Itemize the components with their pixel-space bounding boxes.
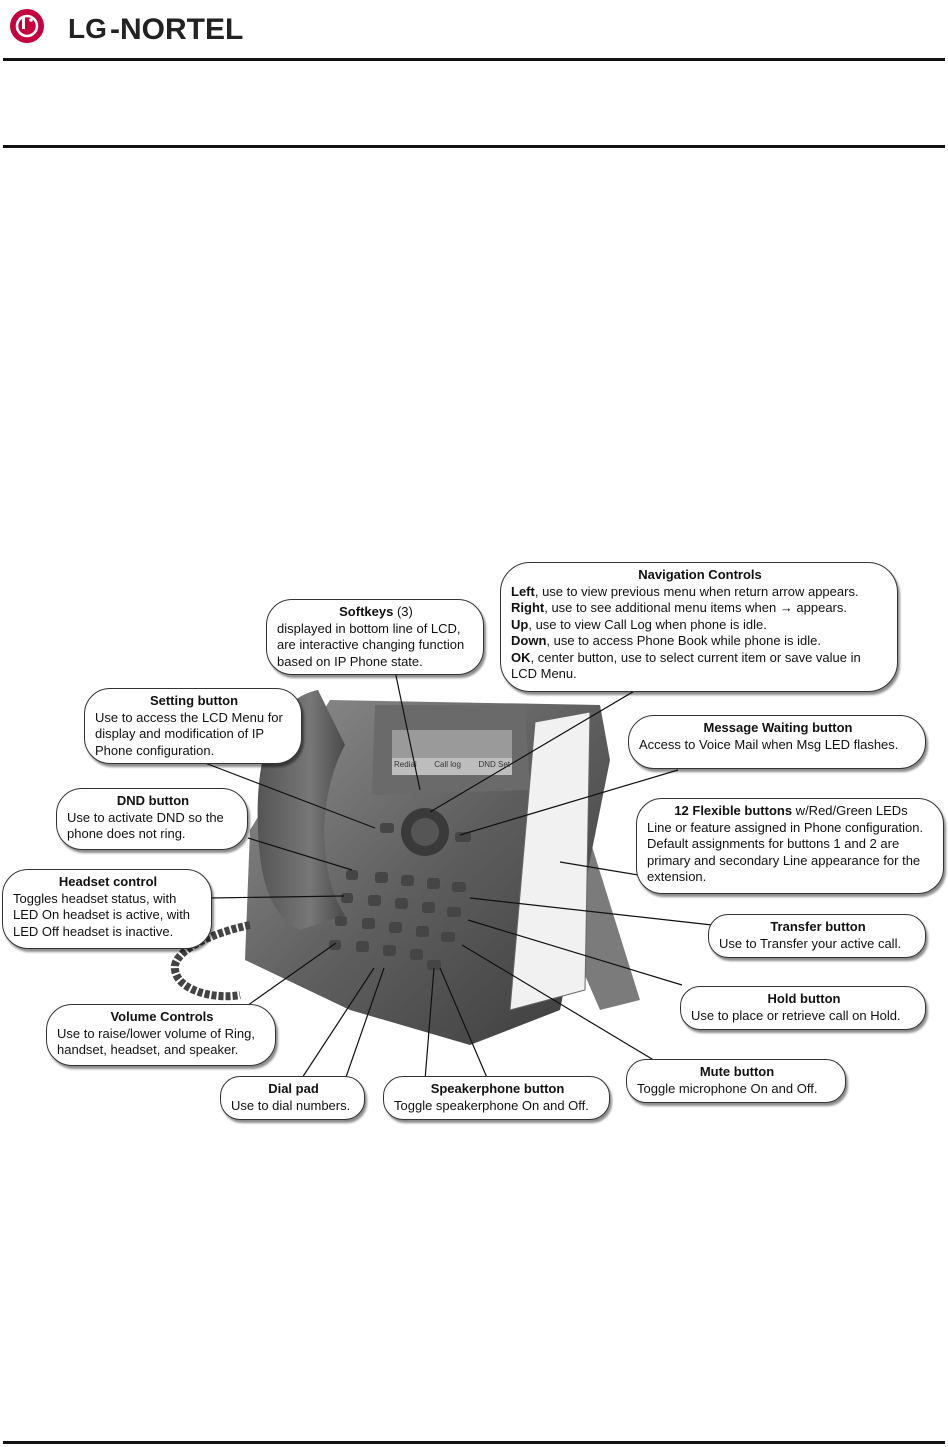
- message-waiting-body: Access to Voice Mail when Msg LED flashe…: [639, 736, 899, 752]
- softkeys-body: displayed in bottom line of LCD, are int…: [277, 620, 465, 669]
- mute-body: Toggle microphone On and Off.: [637, 1080, 818, 1096]
- headset-title: Headset control: [58, 874, 158, 889]
- transfer-body: Use to Transfer your active call.: [719, 935, 902, 951]
- dial-pad-title: Dial pad: [268, 1081, 319, 1096]
- dial-pad-body: Use to dial numbers.: [231, 1097, 351, 1113]
- speakerphone-title: Speakerphone button: [430, 1081, 565, 1096]
- navigation-item-up: Up, use to view Call Log when phone is i…: [511, 616, 767, 632]
- headset-body: Toggles headset status, with LED On head…: [13, 890, 191, 939]
- navigation-item-right: Right, use to see additional menu items …: [511, 600, 848, 615]
- headset-control-callout: Headset control Toggles headset status, …: [2, 869, 212, 949]
- transfer-button-callout: Transfer button Use to Transfer your act…: [708, 914, 926, 958]
- navigation-item-ok: OK, center button, use to select current…: [511, 649, 861, 682]
- lcd-softkey-3: DND Set: [478, 760, 510, 769]
- navigation-title: Navigation Controls: [638, 567, 762, 582]
- flexible-body: Line or feature assigned in Phone config…: [647, 819, 924, 885]
- navigation-item-down: Down, use to access Phone Book while pho…: [511, 633, 822, 648]
- setting-body: Use to access the LCD Menu for display a…: [95, 709, 283, 758]
- lcd-softkey-2: Call log: [434, 760, 461, 769]
- speakerphone-button-callout: Speakerphone button Toggle speakerphone …: [383, 1076, 610, 1120]
- transfer-title: Transfer button: [770, 919, 866, 934]
- phone-illustration: [170, 670, 713, 1081]
- setting-title: Setting button: [149, 693, 239, 708]
- speakerphone-body: Toggle speakerphone On and Off.: [394, 1097, 589, 1113]
- hold-title: Hold button: [767, 991, 841, 1006]
- logo-brand-text: -NORTEL: [110, 13, 243, 46]
- lcd-softkey-labels: Redial Call log DND Set: [394, 760, 510, 769]
- dnd-body: Use to activate DND so the phone does no…: [67, 809, 224, 842]
- dial-pad-callout: Dial pad Use to dial numbers.: [220, 1076, 365, 1120]
- flexible-buttons-callout: 12 Flexible buttons w/Red/Green LEDs Lin…: [636, 798, 944, 894]
- dnd-button-callout: DND button Use to activate DND so the ph…: [56, 788, 248, 850]
- navigation-controls-callout: Navigation Controls Left, use to view pr…: [500, 562, 898, 692]
- message-waiting-callout: Message Waiting button Access to Voice M…: [628, 715, 926, 769]
- message-waiting-title: Message Waiting button: [703, 720, 853, 735]
- volume-title: Volume Controls: [110, 1009, 214, 1024]
- lcd-softkey-1: Redial: [394, 760, 417, 769]
- header-rule-top: [3, 58, 945, 61]
- hold-button-callout: Hold button Use to place or retrieve cal…: [680, 986, 926, 1030]
- softkeys-title: Softkeys (3): [339, 604, 413, 619]
- mute-button-callout: Mute button Toggle microphone On and Off…: [626, 1059, 846, 1103]
- lg-nortel-logo: LG -NORTEL: [10, 9, 243, 46]
- volume-body: Use to raise/lower volume of Ring, hands…: [57, 1025, 255, 1058]
- hold-body: Use to place or retrieve call on Hold.: [691, 1007, 901, 1023]
- navigation-item-left: Left, use to view previous menu when ret…: [511, 583, 859, 599]
- footer-rule: [3, 1441, 945, 1444]
- flexible-title: 12 Flexible buttons w/Red/Green LEDs: [674, 803, 908, 818]
- logo-lg-text: LG: [68, 13, 107, 44]
- setting-button-callout: Setting button Use to access the LCD Men…: [84, 688, 302, 764]
- dnd-title: DND button: [116, 793, 190, 808]
- mute-title: Mute button: [699, 1064, 775, 1079]
- header-rule-bottom: [3, 145, 945, 148]
- volume-controls-callout: Volume Controls Use to raise/lower volum…: [46, 1004, 276, 1066]
- softkeys-callout: Softkeys (3) displayed in bottom line of…: [266, 599, 484, 675]
